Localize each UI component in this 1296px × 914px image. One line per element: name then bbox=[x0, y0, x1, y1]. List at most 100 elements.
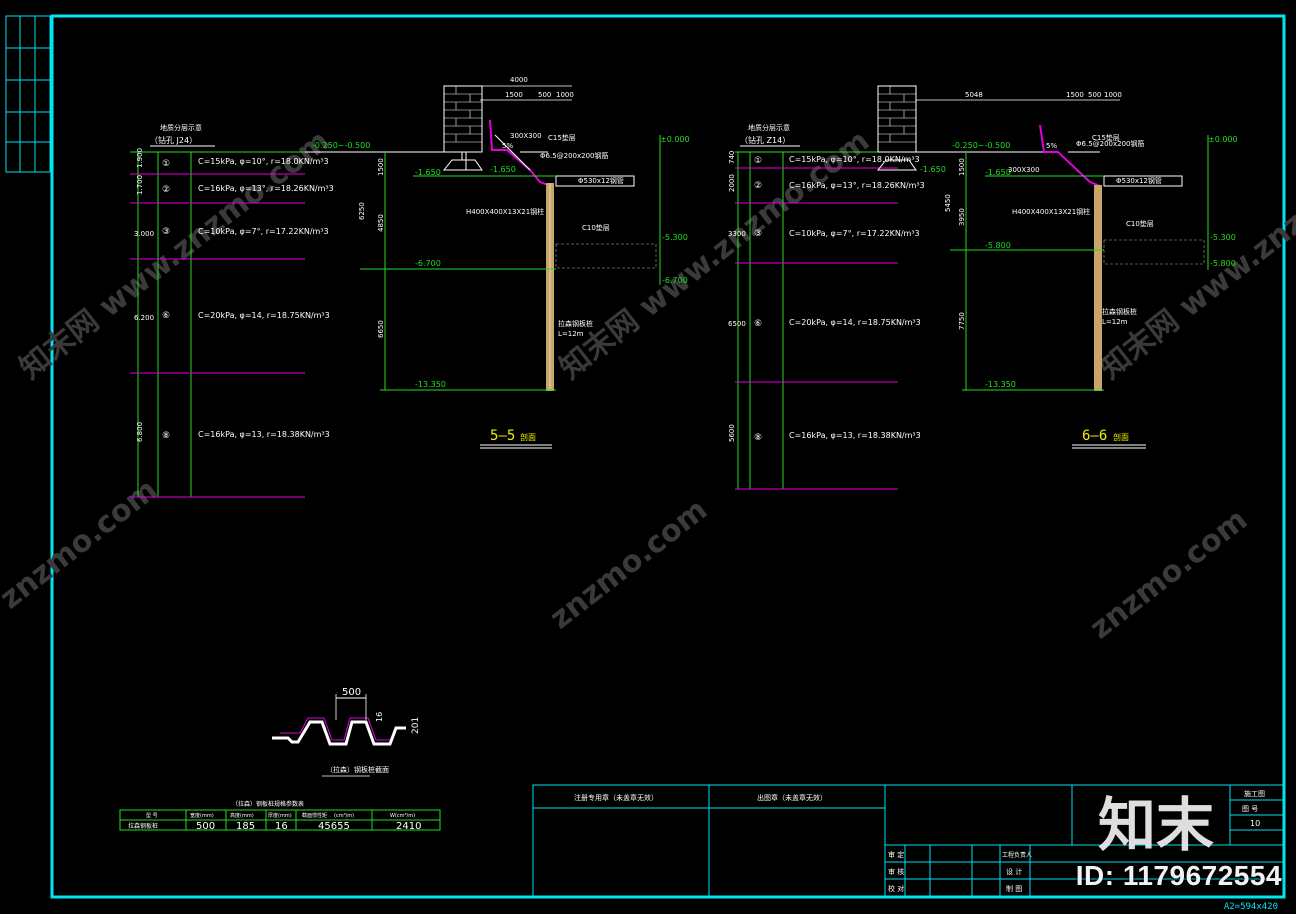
depth-label: 1.900 bbox=[136, 148, 144, 168]
depth-label: 3.000 bbox=[134, 230, 154, 238]
layer-boundaries bbox=[130, 173, 305, 498]
annotation: C10垫层 bbox=[582, 223, 610, 232]
layer-properties: C=16kPa, φ=13, r=18.38KN/m³3 bbox=[198, 430, 330, 439]
elevation: -13.350 bbox=[415, 380, 446, 389]
svg-text:校 对: 校 对 bbox=[888, 884, 904, 893]
depth-label: 6500 bbox=[728, 320, 746, 328]
vertical-dim: 4850 bbox=[377, 214, 385, 232]
vertical-dim: 6250 bbox=[358, 202, 366, 220]
svg-text:W(cm³/m): W(cm³/m) bbox=[390, 813, 415, 819]
width-dim: 500 bbox=[342, 687, 361, 698]
svg-text:2410: 2410 bbox=[396, 821, 421, 832]
top-dim: 1500 bbox=[505, 91, 523, 99]
layer-number: ② bbox=[162, 185, 170, 195]
layer-properties: C=16kPa, φ=13°, r=18.26KN/m³3 bbox=[789, 181, 925, 190]
svg-text:高度(mm): 高度(mm) bbox=[230, 812, 254, 819]
vertical-dim: 1500 bbox=[377, 158, 385, 176]
elevation: -13.350 bbox=[985, 380, 1016, 389]
layer-number: ② bbox=[754, 181, 762, 191]
elevation: -6.700 bbox=[415, 259, 441, 268]
layer-properties: C=20kPa, φ=14, r=18.75KN/m³3 bbox=[789, 318, 921, 327]
sheet-pile bbox=[1094, 185, 1102, 391]
layer-number: ⑧ bbox=[162, 431, 170, 441]
layer-properties: C=16kPa, φ=13°, r=18.26KN/m³3 bbox=[198, 184, 334, 193]
slope-label: 5% bbox=[502, 142, 513, 150]
vertical-dim: 1500 bbox=[958, 158, 966, 176]
svg-text:厚度(mm): 厚度(mm) bbox=[268, 812, 292, 819]
top-dim: 1500 bbox=[1066, 91, 1084, 99]
elevation: -5.800 bbox=[1210, 259, 1236, 268]
layer-properties: C=15kPa, φ=10°, r=18.0KN/m³3 bbox=[789, 155, 920, 164]
svg-text:设 计: 设 计 bbox=[1006, 867, 1022, 876]
svg-text:审 定: 审 定 bbox=[888, 850, 904, 859]
depth-label: 5600 bbox=[728, 424, 736, 442]
layer-number: ③ bbox=[162, 227, 170, 237]
annotation: Φ6.5@200x200钢筋 bbox=[540, 151, 609, 160]
svg-text:截面惯性矩: 截面惯性矩 bbox=[302, 812, 327, 819]
elevation: -6.700 bbox=[662, 276, 688, 285]
sheet-label: 施工图 bbox=[1244, 789, 1265, 798]
layer-properties: C=16kPa, φ=13, r=18.38KN/m³3 bbox=[789, 431, 921, 440]
seal-area-issue: 出图章（未盖章无效） bbox=[757, 793, 827, 802]
steel-pipe-strut bbox=[1103, 175, 1183, 187]
watermark-text: znzmo.com bbox=[543, 492, 714, 636]
drawing-frame bbox=[5, 14, 1286, 899]
annotation: C15垫层 bbox=[1092, 133, 1120, 142]
section-title: 6—6 剖面 bbox=[1072, 428, 1146, 449]
svg-text:审 核: 审 核 bbox=[888, 867, 904, 876]
top-dim: 500 bbox=[538, 91, 551, 99]
annotation: Φ530x12钢管 bbox=[578, 176, 624, 185]
annotation: 拉森钢板桩 bbox=[558, 319, 593, 328]
svg-text:制 图: 制 图 bbox=[1006, 884, 1022, 893]
annotation: L=12m bbox=[558, 330, 584, 338]
elevation: -1.650 bbox=[920, 165, 946, 174]
layer-properties: C=10kPa, φ=7°, r=17.22KN/m³3 bbox=[789, 229, 920, 238]
brand-logo: 知末 bbox=[1098, 791, 1215, 859]
watermark-text: znzmo.com bbox=[1083, 502, 1254, 646]
svg-text:型 号: 型 号 bbox=[146, 812, 158, 819]
thickness-dim: 16 bbox=[375, 712, 384, 722]
steel-pipe-strut bbox=[555, 175, 635, 187]
layer-number: ① bbox=[162, 159, 170, 169]
spec-table-title: （拉森）钢板桩规格参数表 bbox=[232, 800, 304, 808]
detail-caption: （拉森）钢板桩截面 bbox=[326, 765, 389, 774]
svg-text:宽度(mm): 宽度(mm) bbox=[190, 812, 214, 819]
svg-text:500: 500 bbox=[196, 821, 215, 832]
brick-wall bbox=[876, 85, 917, 171]
elevation: -1.650 bbox=[985, 168, 1011, 177]
elevation: -5.300 bbox=[1210, 233, 1236, 242]
layer-properties: C=10kPa, φ=7°, r=17.22KN/m³3 bbox=[198, 227, 329, 236]
annotation: 300X300 bbox=[510, 132, 542, 140]
brick-wall bbox=[442, 85, 483, 171]
elevation: -0.250~-0.500 bbox=[952, 141, 1010, 150]
layer-number: ⑧ bbox=[754, 433, 762, 443]
watermark-text: znzmo.com bbox=[0, 472, 164, 616]
sheet-size-label: A2=594x420 bbox=[1223, 902, 1278, 912]
depth-label: 6.200 bbox=[134, 314, 154, 322]
elevation: -5.800 bbox=[985, 241, 1011, 250]
layer-number: ③ bbox=[754, 229, 762, 239]
section-6-6: 地质分层示意 （钻孔 Z14） 740 2000 3300 6500 5600 … bbox=[728, 85, 1238, 490]
profile-heading: 地质分层示意 bbox=[160, 123, 202, 132]
annotation: Φ530x12钢管 bbox=[1116, 176, 1162, 185]
layer-number: ⑥ bbox=[754, 319, 762, 329]
title-block bbox=[532, 784, 1285, 898]
drawing-no-label: 图 号 bbox=[1242, 805, 1258, 813]
profile-heading: 地质分层示意 bbox=[748, 123, 790, 132]
section-5-5: 地质分层示意 （钻孔 J24） 1.900 1.700 3.000 6.200 … bbox=[130, 76, 690, 498]
svg-text:5—5: 5—5 bbox=[490, 428, 515, 444]
top-dim: 1000 bbox=[556, 91, 574, 99]
vertical-dim: 3950 bbox=[958, 208, 966, 226]
watermark-text: 知末网 www.znzmo.com bbox=[1093, 123, 1296, 386]
layer-properties: C=20kPa, φ=14, r=18.75KN/m³3 bbox=[198, 311, 330, 320]
svg-text:185: 185 bbox=[236, 821, 255, 832]
elevation: -5.300 bbox=[662, 233, 688, 242]
slope-label: 5% bbox=[1046, 142, 1057, 150]
elevation: -0.250~-0.500 bbox=[312, 141, 370, 150]
depth-label: 1.700 bbox=[136, 175, 144, 195]
svg-text:剖面: 剖面 bbox=[1113, 432, 1129, 442]
elevation: ±0.000 bbox=[660, 135, 690, 144]
depth-label: 3300 bbox=[728, 230, 746, 238]
top-dim: 1000 bbox=[1104, 91, 1122, 99]
